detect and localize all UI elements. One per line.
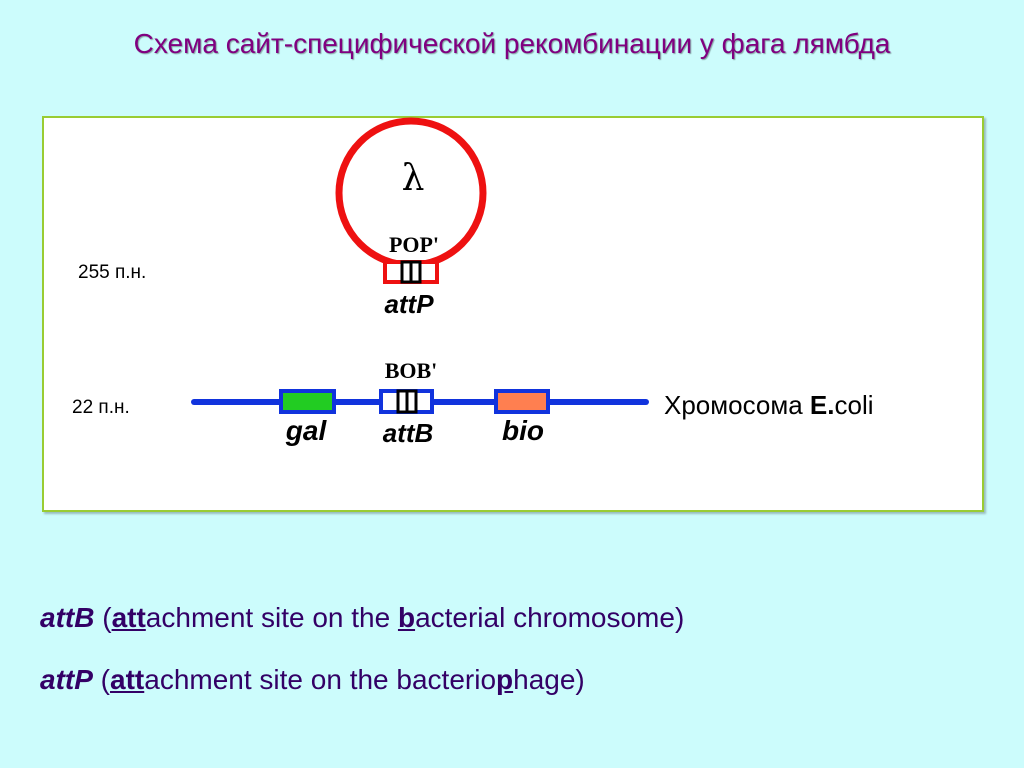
slide-title: Схема сайт-специфической рекомбинации у … xyxy=(133,28,891,59)
legend-attb-b: b xyxy=(397,602,416,633)
legend-attp-mid: achment site on the bacterio xyxy=(144,664,497,695)
pop-label: POP' xyxy=(389,232,439,257)
attp-label: attP xyxy=(384,289,434,319)
legend-attp-att: att xyxy=(110,664,145,695)
legend-attp-rest: hage) xyxy=(513,664,585,695)
bio-label: bio xyxy=(502,415,544,446)
legend-attp: attP (attachment site on the bacteriopha… xyxy=(40,664,585,696)
diagram-frame xyxy=(42,116,984,512)
attp-core-right xyxy=(409,260,422,284)
legend-attb: attB (attachment site on the bacterial c… xyxy=(40,602,684,634)
chromosome-label-genus: E. xyxy=(810,390,835,420)
legend-attb-term: attB xyxy=(40,602,95,633)
attb-label: attB xyxy=(383,418,434,448)
legend-attp-p: p xyxy=(496,664,514,695)
bob-label: BOB' xyxy=(385,358,438,383)
attb-length-label: 22 п.н. xyxy=(72,397,130,418)
legend-attp-open: ( xyxy=(92,664,111,695)
chromosome-label: Хромосома E.coli xyxy=(664,390,874,420)
gal-label: gal xyxy=(285,415,328,446)
gal-gene-box xyxy=(279,389,336,414)
legend-attp-term: attP xyxy=(40,664,93,695)
chromosome-label-prefix: Хромосома xyxy=(664,390,810,420)
legend-attb-mid: achment site on the xyxy=(145,602,398,633)
attp-length-label: 255 п.н. xyxy=(78,262,146,283)
bio-gene-box xyxy=(494,389,550,414)
phage-lambda-symbol: λ xyxy=(402,158,425,199)
legend-attb-rest: acterial chromosome) xyxy=(415,602,685,633)
legend-attb-att: att xyxy=(111,602,146,633)
attb-core-right xyxy=(405,389,418,414)
legend-attb-open: ( xyxy=(94,602,112,633)
chromosome-label-species: coli xyxy=(835,390,874,420)
